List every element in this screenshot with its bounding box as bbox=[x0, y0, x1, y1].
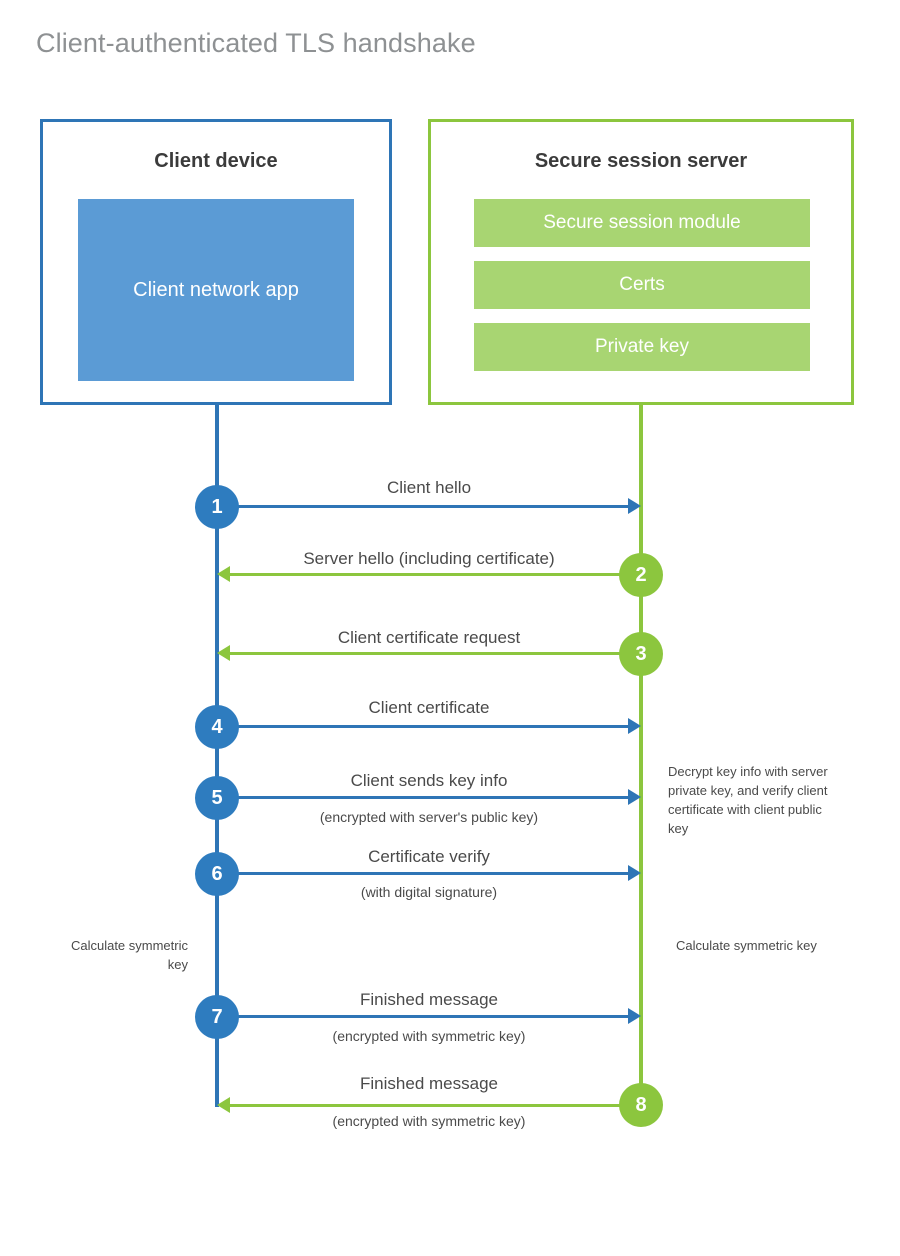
secure-session-server-title: Secure session server bbox=[534, 150, 748, 172]
message-7-arrowhead-right-icon bbox=[628, 1008, 641, 1024]
message-1-arrow-line bbox=[217, 505, 628, 508]
message-3-arrow-line bbox=[230, 652, 641, 655]
message-2-label: Server hello (including certificate) bbox=[303, 549, 555, 568]
message-3-label: Client certificate request bbox=[337, 628, 521, 647]
message-4-label: Client certificate bbox=[368, 698, 490, 717]
step-circle-7[interactable]: 7 bbox=[195, 995, 239, 1039]
page-title: Client-authenticated TLS handshake bbox=[36, 28, 476, 58]
message-5-arrow-line bbox=[217, 796, 628, 799]
message-1-label: Client hello bbox=[386, 478, 472, 497]
server-decrypt-note: Decrypt key info with server private key… bbox=[668, 764, 828, 836]
message-2-arrow-line bbox=[230, 573, 641, 576]
message-2-arrowhead-left-icon bbox=[217, 566, 230, 582]
message-1-arrowhead-right-icon bbox=[628, 498, 641, 514]
client-device-title: Client device bbox=[154, 150, 278, 172]
message-6-arrow-line bbox=[217, 872, 628, 875]
message-6-sublabel: (with digital signature) bbox=[360, 884, 498, 900]
message-8-sublabel: (encrypted with symmetric key) bbox=[332, 1113, 526, 1129]
server-lifeline bbox=[639, 405, 643, 1107]
step-circle-4[interactable]: 4 bbox=[195, 705, 239, 749]
message-6-arrowhead-right-icon bbox=[628, 865, 641, 881]
message-8-arrowhead-left-icon bbox=[217, 1097, 230, 1113]
step-circle-5[interactable]: 5 bbox=[195, 776, 239, 820]
step-circle-8[interactable]: 8 bbox=[619, 1083, 663, 1127]
message-4-arrow-line bbox=[217, 725, 628, 728]
client-device-box: Client device Client network app bbox=[40, 119, 392, 405]
server-calculate-symmetric-key-note: Calculate symmetric key bbox=[676, 938, 817, 953]
message-8-label: Finished message bbox=[360, 1074, 498, 1093]
message-5-sublabel: (encrypted with server's public key) bbox=[319, 809, 539, 825]
step-circle-2[interactable]: 2 bbox=[619, 553, 663, 597]
server-module-certs: Certs bbox=[474, 261, 810, 309]
client-calculate-symmetric-key-note: Calculate symmetric key bbox=[70, 938, 188, 972]
secure-session-server-box: Secure session server Secure session mod… bbox=[428, 119, 854, 405]
message-7-sublabel: (encrypted with symmetric key) bbox=[332, 1028, 526, 1044]
server-modules-list: Secure session module Certs Private key bbox=[474, 199, 810, 371]
message-5-label: Client sends key info bbox=[350, 771, 508, 790]
step-circle-1[interactable]: 1 bbox=[195, 485, 239, 529]
server-module-private-key: Private key bbox=[474, 323, 810, 371]
server-module-secure-session: Secure session module bbox=[474, 199, 810, 247]
message-7-arrow-line bbox=[217, 1015, 628, 1018]
step-circle-6[interactable]: 6 bbox=[195, 852, 239, 896]
message-8-arrow-line bbox=[230, 1104, 641, 1107]
message-7-label: Finished message bbox=[360, 990, 498, 1009]
message-4-arrowhead-right-icon bbox=[628, 718, 641, 734]
message-5-arrowhead-right-icon bbox=[628, 789, 641, 805]
step-circle-3[interactable]: 3 bbox=[619, 632, 663, 676]
message-6-label: Certificate verify bbox=[368, 847, 490, 866]
client-lifeline bbox=[215, 405, 219, 1107]
client-network-app-block: Client network app bbox=[78, 199, 354, 381]
message-3-arrowhead-left-icon bbox=[217, 645, 230, 661]
